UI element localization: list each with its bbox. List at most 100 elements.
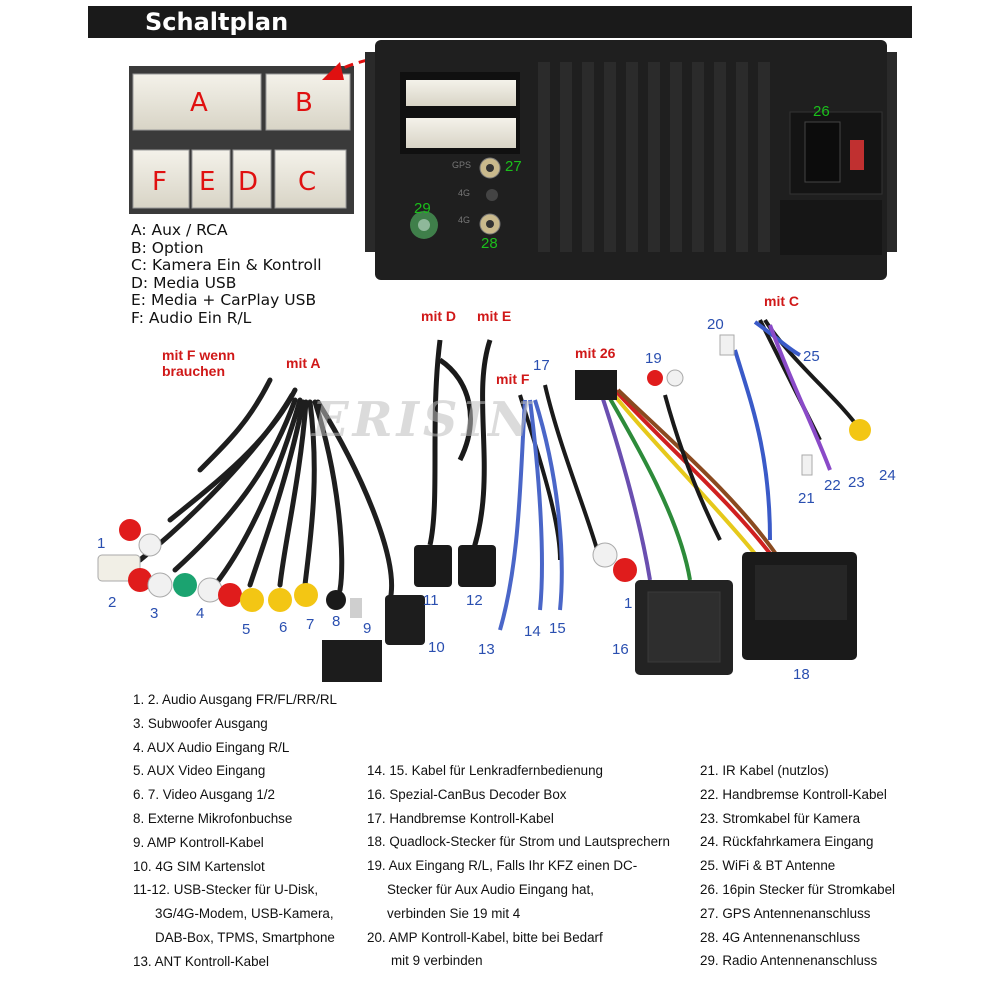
legend-item: D: Media USB [131, 273, 237, 292]
number-label-8: 8 [332, 613, 341, 630]
number-label-25: 25 [803, 348, 820, 365]
number-label-11: 11 [423, 592, 439, 609]
callout-mit-d: mit D [421, 308, 456, 324]
legend-item: E: Media + CarPlay USB [131, 291, 317, 310]
description-item: 5. AUX Video Eingang [133, 763, 266, 779]
usb-plug-d [414, 545, 452, 587]
number-label-13: 13 [478, 641, 495, 658]
connector-letter-d: D [238, 167, 258, 197]
connector-legend: A: Aux / RCA B: Option C: Kamera Ein & K… [131, 221, 322, 328]
callout-mit-26: mit 26 [575, 345, 616, 361]
number-label-18: 18 [793, 666, 810, 683]
callout-mit-f: mit F [496, 371, 530, 387]
callout-mit-f-wenn: mit F wenn [162, 347, 236, 363]
brand-watermark: ERISIN [312, 392, 536, 448]
number-label-7: 7 [306, 616, 315, 633]
description-column-3: 21. IR Kabel (nutzlos) 22. Handbremse Ko… [700, 759, 895, 973]
number-label-23: 23 [848, 474, 865, 491]
number-label-2: 2 [108, 594, 117, 611]
port-label-26: 26 [813, 103, 830, 120]
connector-letter-c: C [298, 167, 316, 197]
port-label-28: 28 [481, 235, 498, 252]
number-label-1: 1 [97, 535, 106, 552]
number-label-20: 20 [707, 316, 724, 333]
description-item: 21. IR Kabel (nutzlos) [700, 763, 829, 778]
number-label-17: 17 [533, 357, 550, 374]
number-label-4: 4 [196, 605, 205, 622]
description-item: 16. Spezial-CanBus Decoder Box [367, 786, 567, 802]
description-item: 18. Quadlock-Stecker für Strom und Lauts… [367, 834, 670, 850]
description-item: DAB-Box, TPMS, Smartphone [155, 929, 335, 945]
number-label-9: 9 [363, 620, 372, 637]
description-item: 23. Stromkabel für Kamera [700, 810, 861, 826]
rca-plugs [97, 519, 425, 682]
number-label-22: 22 [824, 477, 841, 494]
callout-mit-e: mit E [477, 308, 512, 324]
description-item: 25. WiFi & BT Antenne [700, 858, 836, 874]
number-label-6: 6 [279, 619, 288, 636]
description-item: 3. Subwoofer Ausgang [133, 715, 268, 731]
description-item: 6. 7. Video Ausgang 1/2 [133, 787, 275, 803]
description-column-2: 14. 15. Kabel für Lenkradfernbedienung 1… [367, 759, 670, 973]
number-label-12: 12 [466, 592, 483, 609]
connector-letter-f: F [152, 167, 167, 197]
description-item: 1. 2. Audio Ausgang FR/FL/RR/RL [133, 692, 337, 707]
number-label-16: 16 [612, 641, 629, 658]
port-text-4g-bottom: 4G [458, 215, 471, 225]
number-label-3: 3 [150, 605, 159, 622]
description-item: 11-12. USB-Stecker für U-Disk, [133, 882, 319, 898]
connector-closeup: A B F E D C [129, 66, 354, 214]
number-label-19: 19 [645, 350, 662, 367]
description-item: 29. Radio Antennenanschluss [700, 953, 878, 969]
description-item: 17. Handbremse Kontroll-Kabel [367, 810, 554, 826]
usb-plug-e [458, 545, 496, 587]
port-label-27: 27 [505, 158, 522, 175]
connector-letter-a: A [190, 88, 208, 118]
number-label-10: 10 [428, 639, 445, 656]
description-item: mit 9 verbinden [391, 953, 483, 969]
legend-item: F: Audio Ein R/L [131, 308, 252, 327]
callout-mit-a: mit A [286, 355, 321, 371]
description-item: verbinden Sie 19 mit 4 [387, 905, 521, 921]
title-bar: Schaltplan [88, 6, 912, 38]
port-text-4g-top: 4G [458, 188, 471, 198]
closeup-arrowhead [322, 62, 344, 80]
description-item: 28. 4G Antennenanschluss [700, 929, 861, 945]
connector-letter-e: E [199, 167, 215, 197]
description-item: 8. Externe Mikrofonbuchse [133, 810, 293, 826]
description-item: 27. GPS Antennenanschluss [700, 905, 871, 921]
description-item: 14. 15. Kabel für Lenkradfernbedienung [367, 763, 604, 778]
legend-item: B: Option [131, 238, 204, 257]
description-column-1: 1. 2. Audio Ausgang FR/FL/RR/RL 3. Subwo… [133, 688, 337, 974]
number-label-21: 21 [798, 490, 815, 507]
description-item: 20. AMP Kontroll-Kabel, bitte bei Bedarf [367, 929, 603, 945]
number-label-24: 24 [879, 467, 896, 484]
description-item: Stecker für Aux Audio Eingang hat, [387, 881, 594, 897]
number-label-14: 14 [524, 623, 541, 640]
mit26-plug [575, 370, 617, 400]
head-unit-back [365, 40, 897, 280]
description-item: 10. 4G SIM Kartenslot [133, 858, 265, 874]
legend-item: C: Kamera Ein & Kontroll [131, 256, 322, 275]
number-label-1b: 1 [624, 595, 633, 612]
page-title: Schaltplan [145, 8, 289, 36]
description-item: 13. ANT Kontroll-Kabel [133, 953, 269, 969]
description-item: 24. Rückfahrkamera Eingang [700, 834, 874, 850]
description-item: 4. AUX Audio Eingang R/L [133, 739, 290, 755]
callout-mit-c: mit C [764, 293, 799, 309]
description-item: 26. 16pin Stecker für Stromkabel [700, 881, 896, 897]
number-label-5: 5 [242, 621, 251, 638]
description-item: 3G/4G-Modem, USB-Kamera, [155, 906, 334, 922]
usb-harness [427, 339, 493, 561]
description-item: 9. AMP Kontroll-Kabel [133, 834, 264, 850]
connector-letter-b: B [295, 88, 313, 118]
port-text-gps: GPS [452, 160, 472, 170]
port-label-29: 29 [414, 200, 431, 217]
callout-brauchen: brauchen [162, 363, 226, 379]
description-item: 19. Aux Eingang R/L, Falls Ihr KFZ einen… [367, 858, 638, 874]
camera-harness [733, 318, 862, 541]
middle-harness [498, 384, 782, 631]
number-label-15: 15 [549, 620, 566, 637]
description-item: 22. Handbremse Kontroll-Kabel [700, 786, 887, 802]
